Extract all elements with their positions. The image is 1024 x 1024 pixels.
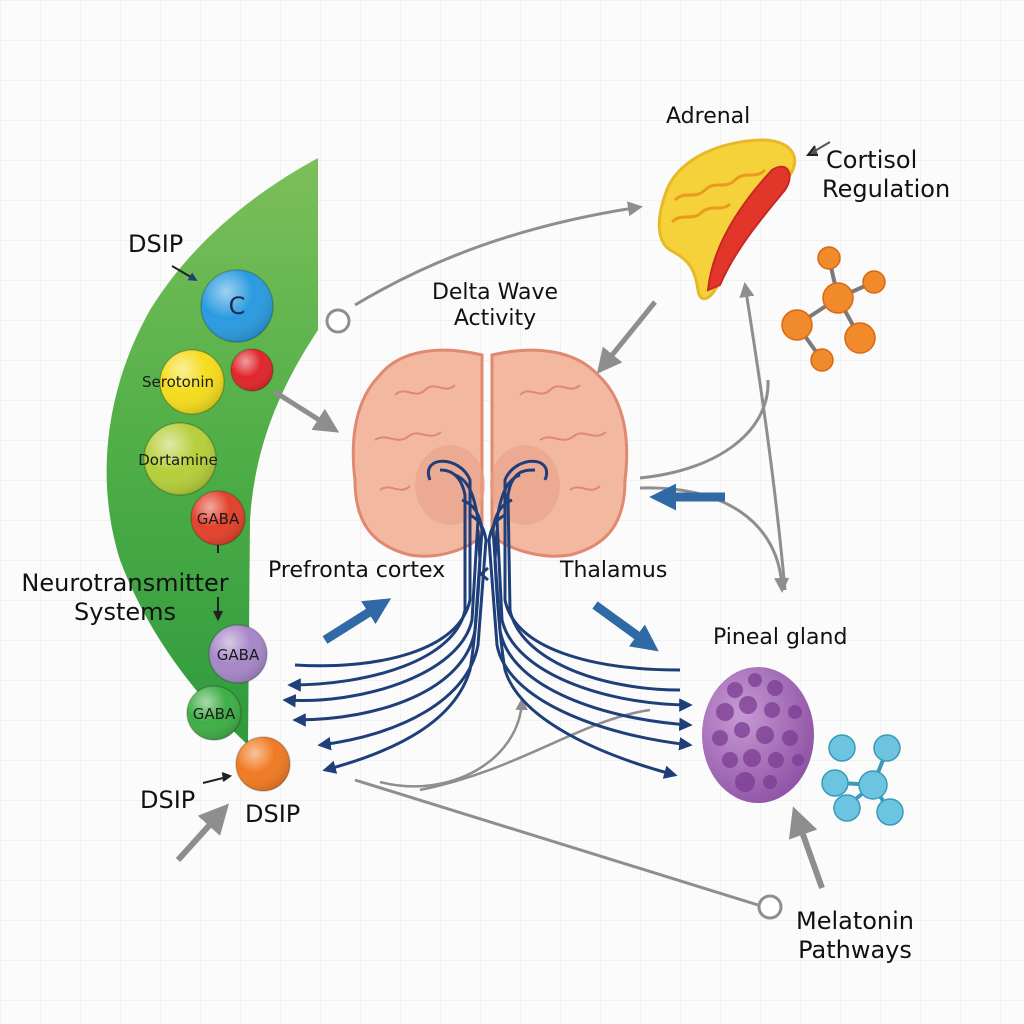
dsip-bottom-right-label: DSIP (245, 800, 301, 828)
gray-arrows (175, 201, 825, 907)
serotonin-label: Serotonin (141, 373, 215, 391)
melatonin-label-line1: Melatonin (795, 907, 915, 935)
curve-bottom-to-pineal (419, 708, 651, 792)
pineal-gland-illustration (702, 667, 814, 803)
arrow-pineal-to-adrenal (739, 282, 787, 591)
arrow-circle-to-adrenal (354, 201, 643, 307)
adrenal-label: Adrenal (666, 104, 751, 129)
gaba-purple-label: GABA (216, 646, 260, 664)
blue-molecule-icon (821, 734, 904, 826)
melatonin-pathways-label: Melatonin Pathways (780, 907, 930, 965)
neurotransmitter-label-line1: Neurotransmitter (21, 569, 229, 597)
dsip-top-label: DSIP (128, 230, 184, 258)
cortisol-label-line2: Regulation (822, 174, 951, 203)
arrow-melatonin-to-pineal (788, 806, 825, 890)
melatonin-label-line2: Pathways (798, 935, 912, 964)
neural-fibres-right (487, 459, 693, 779)
small-chevron-icon (478, 566, 489, 582)
neurotransmitter-label-line2: Systems (74, 597, 176, 626)
neural-fibres-left (282, 459, 488, 774)
connector-node-bottom (757, 894, 783, 920)
prefrontal-cortex-label: Prefronta cortex (268, 558, 446, 583)
gaba-red-label: GABA (196, 510, 240, 528)
connector-node-top (325, 308, 351, 334)
dsip-bottom-left-label: DSIP (140, 786, 196, 814)
curve-brain-to-adrenal-side (639, 379, 770, 480)
blue-flow-arrows (322, 483, 725, 652)
line-bottom-to-melatonin (354, 778, 759, 907)
cortisol-label-line1: Cortisol (826, 146, 918, 174)
delta-wave-title: Delta Wave Activity (400, 280, 590, 333)
thalamus-label: Thalamus (560, 558, 668, 583)
orange-molecule-icon (781, 246, 886, 372)
neurotransmitter-systems-label: Neurotransmitter Systems (10, 569, 240, 627)
curve-bottom-upward (379, 697, 528, 788)
delta-wave-title-line2: Activity (453, 306, 537, 332)
arrow-arc-to-brain (273, 389, 340, 433)
arrow-adrenal-to-brain (596, 300, 657, 374)
arrow-dsip-up (175, 803, 230, 863)
brain-illustration (351, 348, 629, 558)
delta-wave-title-line1: Delta Wave (431, 280, 559, 305)
pineal-gland-label: Pineal gland (713, 625, 848, 650)
adrenal-gland-illustration (657, 138, 797, 301)
cortisol-regulation-label: Cortisol Regulation (822, 146, 950, 204)
gaba-green-label: GABA (192, 705, 236, 723)
dortamine-label: Dortamine (138, 451, 218, 469)
ball-c-label: C (228, 292, 246, 320)
ball-shading (144, 270, 290, 791)
